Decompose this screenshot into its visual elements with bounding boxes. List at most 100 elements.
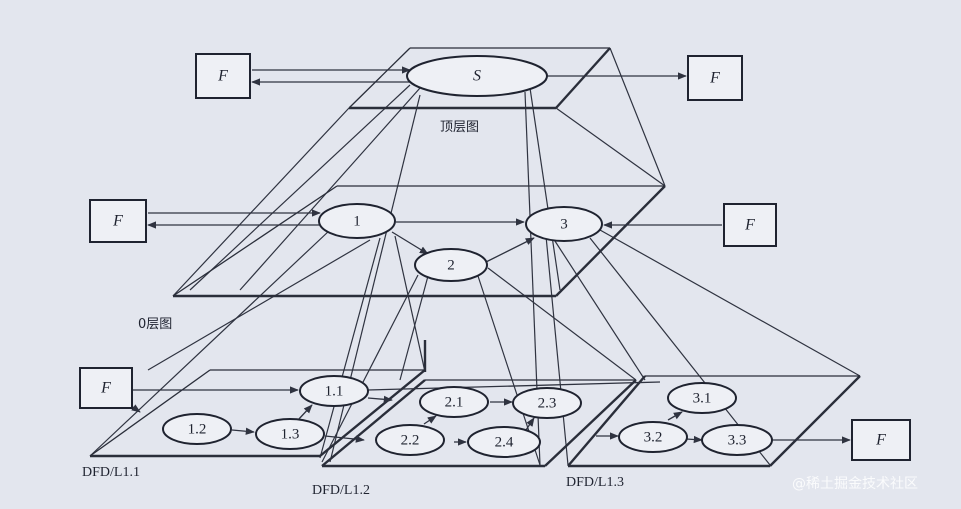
process-bubble (467, 426, 541, 458)
external-entity-f-mid-left: F (89, 199, 147, 243)
l12-plane-left-edge (321, 379, 426, 467)
l13-plane-left-edge (567, 375, 646, 467)
process-3: 3 (525, 206, 603, 242)
projection-line (329, 94, 421, 463)
process-2: 2 (414, 248, 488, 282)
projection-line (552, 237, 646, 381)
external-entity-box (687, 55, 743, 101)
planes (89, 47, 861, 468)
process-bubble (299, 375, 369, 407)
process-3-3: 3.3 (701, 424, 773, 456)
external-entity-f-top-right: F (687, 55, 743, 101)
process-bubble (318, 203, 396, 239)
process-label: 1.3 (281, 426, 300, 442)
process-label: 3 (560, 216, 568, 232)
l11-plane-left-edge (89, 369, 211, 457)
process-bubble (701, 424, 773, 456)
process-label: 1 (353, 213, 361, 229)
level0-layer-label: 0层图 (138, 317, 172, 332)
process-1-3: 1.3 (255, 418, 325, 450)
projection-line (529, 87, 561, 291)
process-bubble (414, 248, 488, 282)
flow-arrow (297, 404, 313, 421)
projection-line (399, 275, 429, 381)
process-1: 1 (318, 203, 396, 239)
process-label: 2.2 (401, 432, 420, 448)
flow-arrow (367, 395, 393, 403)
external-entity-box (195, 53, 251, 99)
flow-arrow (667, 411, 683, 421)
external-entity-label: F (709, 70, 720, 87)
process-3-2: 3.2 (618, 421, 688, 453)
top-plane-left-edge (348, 47, 411, 109)
projection-line (555, 107, 666, 187)
projection-line (147, 239, 371, 371)
process-2-2: 2.2 (375, 424, 445, 456)
process-label: 3.3 (728, 432, 747, 448)
process-label: 3.1 (693, 390, 712, 406)
projection-line (545, 235, 569, 466)
watermark: @稀土掘金技术社区 (792, 476, 918, 492)
l13-plane-right-edge (769, 375, 861, 467)
process-bubble (525, 206, 603, 242)
projection-lines (89, 47, 861, 466)
process-bubble (419, 386, 489, 418)
external-entity-label: F (100, 380, 111, 397)
dfd-l11-label: DFD/L1.1 (82, 465, 140, 480)
l11-plane-right-edge (319, 369, 426, 457)
projection-line (189, 84, 411, 291)
process-label: 1.1 (325, 383, 344, 399)
l12-plane-right-edge (544, 379, 637, 467)
external-entity-f-bottom-right: F (851, 419, 911, 461)
top-plane-right-edge (555, 47, 611, 109)
process-bubble (406, 55, 548, 97)
process-bubble (512, 387, 582, 419)
projection-line (487, 267, 637, 381)
process-2-4: 2.4 (467, 426, 541, 458)
external-entity-box (89, 199, 147, 243)
top-layer-label: 顶层图 (440, 120, 479, 135)
external-entity-f-bottom-left: F (79, 367, 133, 409)
flow-line (367, 381, 661, 391)
projection-line (609, 47, 666, 187)
external-entity-box (723, 203, 777, 247)
process-label: S (473, 68, 481, 85)
process-label: 2.4 (495, 434, 514, 450)
data-flows (129, 66, 851, 446)
process-label: 3.2 (644, 429, 663, 445)
external-entity-f-top-left: F (195, 53, 251, 99)
level0-plane-left-edge (172, 185, 338, 297)
external-entity-label: F (875, 432, 886, 449)
dfd-l13-label: DFD/L1.3 (566, 475, 624, 490)
projection-line (172, 107, 350, 297)
process-bubble (667, 382, 737, 414)
flow-arrow (485, 237, 535, 263)
process-1-1: 1.1 (299, 375, 369, 407)
process-2-3: 2.3 (512, 387, 582, 419)
flow-arrow (324, 435, 365, 443)
process-3-1: 3.1 (667, 382, 737, 414)
flow-arrow (525, 417, 535, 431)
projection-line (89, 229, 331, 457)
external-entity-label: F (744, 217, 755, 234)
projection-line (599, 229, 861, 377)
process-bubble (375, 424, 445, 456)
process-bubble (255, 418, 325, 450)
dfd-l12-label: DFD/L1.2 (312, 483, 370, 498)
process-label: 1.2 (188, 421, 207, 437)
process-2-1: 2.1 (419, 386, 489, 418)
level0-plane-right-edge (555, 185, 666, 297)
external-entity-box (79, 367, 133, 409)
process-label: 2.3 (538, 395, 557, 411)
flow-arrow (423, 415, 437, 425)
external-entity-box (851, 419, 911, 461)
external-entity-label: F (217, 68, 228, 85)
flow-arrow (391, 231, 429, 255)
external-entity-label: F (112, 213, 123, 230)
projection-line (319, 237, 381, 459)
process-1-2: 1.2 (162, 413, 232, 445)
process-bubble (618, 421, 688, 453)
process-label: 2.1 (445, 394, 464, 410)
